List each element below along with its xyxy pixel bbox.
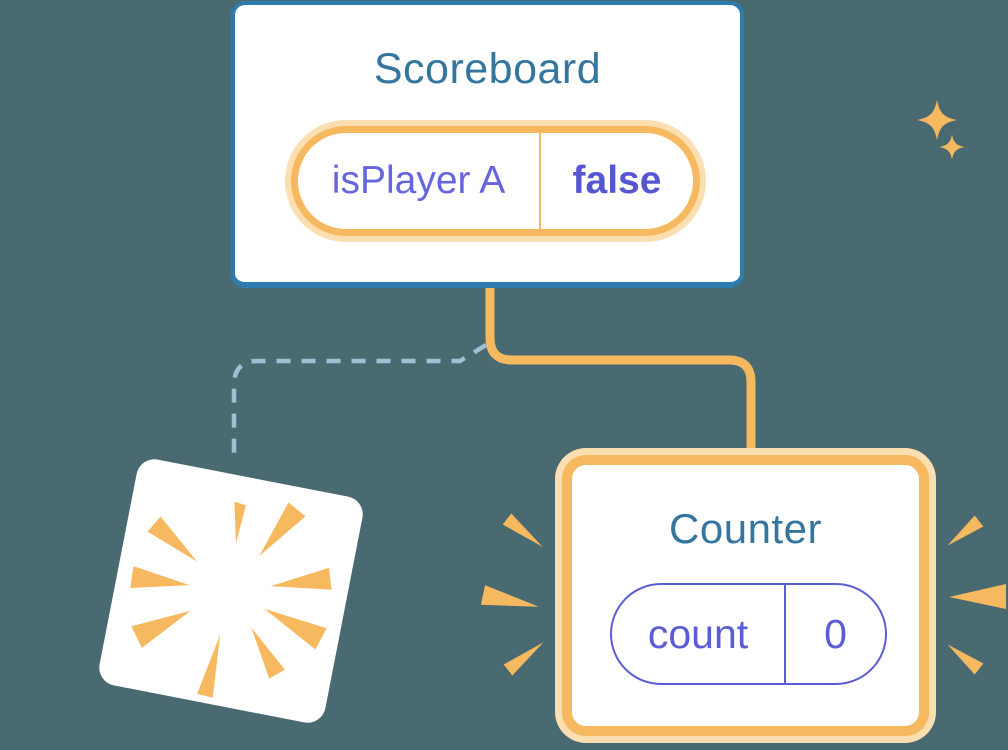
sparkle-star	[917, 100, 957, 140]
counter-title: Counter	[669, 505, 822, 552]
emphasis-ray	[503, 642, 544, 676]
poof-ray	[130, 566, 190, 588]
count-value-label: 0	[784, 585, 885, 683]
emphasis-ray	[949, 584, 1006, 609]
emphasis-rays-right	[947, 515, 1006, 675]
poof-ray	[251, 627, 285, 679]
sparkle-star	[939, 134, 965, 160]
emphasis-ray	[947, 515, 984, 546]
emphasis-ray	[480, 585, 539, 607]
counter-state-pill: count 0	[610, 583, 887, 685]
poof-burst-icon	[130, 501, 332, 698]
removed-connector-line	[231, 343, 488, 456]
state-value-label: false	[539, 133, 693, 229]
scoreboard-card: Scoreboard isPlayer A false	[231, 1, 965, 288]
emphasis-ray	[502, 513, 543, 547]
poof-ray	[197, 634, 221, 698]
poof-ray	[147, 516, 198, 562]
emphasis-rays-left	[480, 513, 544, 676]
scoreboard-title: Scoreboard	[373, 45, 602, 93]
poof-ray	[259, 502, 306, 557]
poof-ray	[264, 608, 327, 650]
state-key-label: isPlayer A	[331, 159, 506, 202]
poof-ray	[131, 610, 191, 648]
emphasis-ray	[947, 644, 984, 675]
poof-ray	[270, 567, 332, 590]
destroyed-component-card	[96, 456, 366, 726]
count-key-label: count	[647, 610, 749, 657]
counter-card: Counter count 0	[562, 455, 929, 736]
active-connector-line	[485, 280, 756, 452]
poof-ray	[234, 501, 246, 544]
scoreboard-state-pill: isPlayer A false	[291, 126, 700, 236]
sparkles-icon	[917, 100, 965, 160]
